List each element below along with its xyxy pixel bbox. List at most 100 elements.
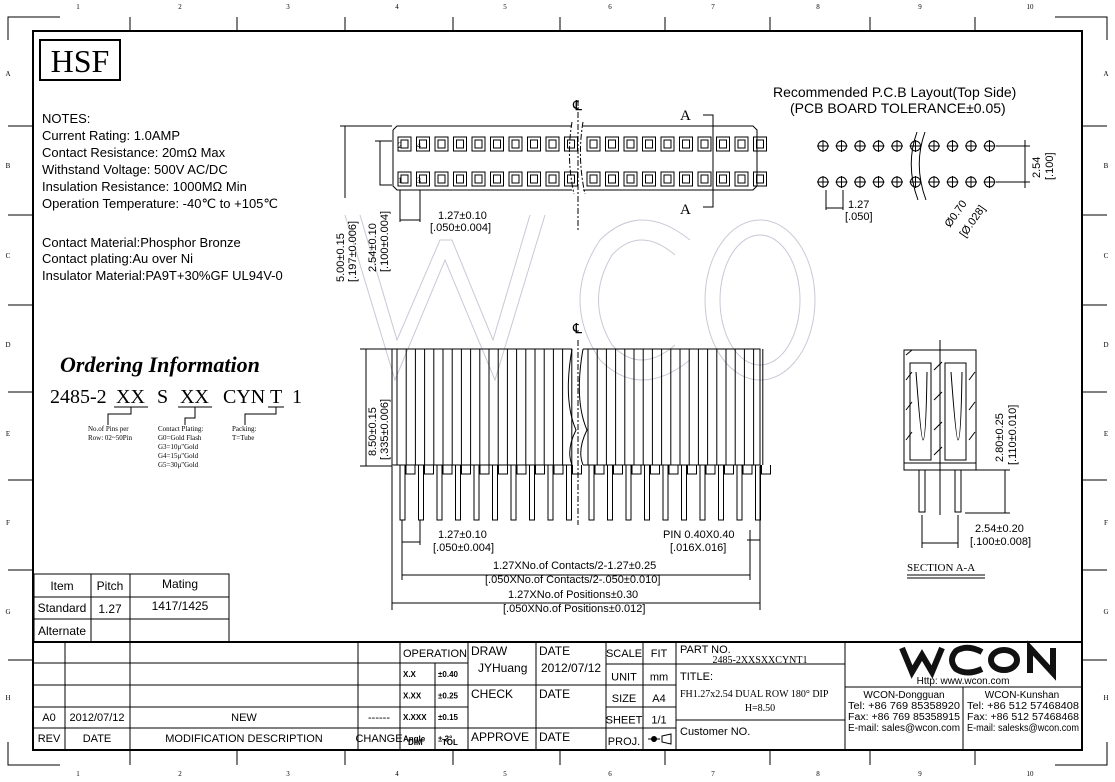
svg-text:2.80±0.25: 2.80±0.25 bbox=[994, 413, 1006, 462]
svg-text:1: 1 bbox=[398, 176, 402, 185]
zone-column-label: 5 bbox=[503, 770, 507, 778]
contact-cavity bbox=[679, 171, 693, 187]
pin bbox=[588, 465, 605, 521]
svg-text:WCON-Kunshan: WCON-Kunshan bbox=[985, 690, 1059, 701]
svg-text:Item: Item bbox=[50, 579, 73, 593]
svg-text:MODIFICATION DESCRIPTION: MODIFICATION DESCRIPTION bbox=[165, 733, 323, 745]
contact-cavity bbox=[753, 136, 767, 152]
contact-cavity bbox=[508, 171, 523, 187]
svg-text:[.050XNo.of Positions±0.012]: [.050XNo.of Positions±0.012] bbox=[503, 603, 645, 615]
svg-text:Mating: Mating bbox=[162, 577, 198, 591]
svg-text:2: 2 bbox=[398, 141, 402, 150]
note-line: Withstand Voltage: 500V AC/DC bbox=[42, 162, 228, 177]
contact-cavity bbox=[605, 171, 619, 187]
contact-cavity bbox=[642, 171, 656, 187]
svg-text:E-mail: salesks@wcon.com: E-mail: salesks@wcon.com bbox=[967, 723, 1079, 734]
contact-cavity bbox=[564, 136, 578, 152]
notes-heading: NOTES: bbox=[42, 111, 90, 126]
contact-cavity bbox=[416, 171, 430, 187]
zone-column-label: 4 bbox=[395, 3, 399, 11]
contact-cavity bbox=[586, 136, 601, 152]
material-line: Insulator Material:PA9T+30%GF UL94V-0 bbox=[42, 268, 283, 283]
material-line: Contact Material:Phosphor Bronze bbox=[42, 235, 241, 250]
svg-text:1.27XNo.of Positions±0.30: 1.27XNo.of Positions±0.30 bbox=[508, 589, 638, 601]
zone-row-label: F bbox=[1104, 519, 1108, 527]
svg-text:JYHuang: JYHuang bbox=[478, 661, 527, 675]
contact-cavity bbox=[508, 136, 523, 152]
zone-column-label: 3 bbox=[286, 3, 290, 11]
zone-row-label: E bbox=[1104, 430, 1108, 438]
svg-text:8.50±0.15: 8.50±0.15 bbox=[367, 407, 379, 456]
svg-text:G0=Gold Flash: G0=Gold Flash bbox=[158, 434, 202, 442]
contact-cavity bbox=[545, 136, 560, 152]
svg-text:[.100]: [.100] bbox=[1044, 152, 1056, 180]
svg-text:2012/07/12: 2012/07/12 bbox=[541, 661, 601, 675]
wcon-logo bbox=[899, 640, 1056, 681]
contact-cavity bbox=[716, 171, 730, 187]
projection-icon bbox=[648, 733, 672, 745]
svg-text:Alternate: Alternate bbox=[38, 624, 86, 638]
code-part: 2485-2 bbox=[50, 386, 107, 408]
zone-column-label: 9 bbox=[918, 770, 922, 778]
hsf-logo: HSF bbox=[51, 43, 110, 79]
section-title: SECTION A-A bbox=[907, 562, 975, 574]
contact-cavity bbox=[642, 136, 656, 152]
mating-table: Item Pitch Mating Standard 1.27 1417/142… bbox=[33, 573, 230, 643]
contact-cavity bbox=[434, 171, 449, 187]
zone-column-label: 7 bbox=[711, 3, 715, 11]
svg-text:1.27XNo.of Contacts/2-1.27±0.2: 1.27XNo.of Contacts/2-1.27±0.25 bbox=[493, 560, 656, 572]
svg-text:℄: ℄ bbox=[572, 97, 582, 113]
zone-column-label: 7 bbox=[711, 770, 715, 778]
svg-text:NEW: NEW bbox=[231, 712, 257, 724]
svg-text:5.00±0.15: 5.00±0.15 bbox=[335, 233, 347, 282]
svg-text:CHANGE: CHANGE bbox=[355, 733, 402, 745]
spec-cell: FIT bbox=[651, 648, 668, 660]
spec-cell: 1/1 bbox=[651, 715, 666, 727]
contact-cavity bbox=[527, 171, 541, 187]
note-line: Insulation Resistance: 1000MΩ Min bbox=[42, 179, 247, 194]
zone-row-label: C bbox=[6, 252, 11, 260]
svg-text:DATE: DATE bbox=[83, 733, 112, 745]
zone-column-label: 10 bbox=[1027, 3, 1035, 11]
svg-text:No.of Pins per: No.of Pins per bbox=[88, 425, 129, 433]
section-a-a: 2.80±0.25 [.110±0.010] 2.54±0.20 [.100±0… bbox=[903, 340, 1031, 579]
code-plating: XX bbox=[180, 386, 209, 408]
contact-cavity bbox=[434, 136, 449, 152]
tolerance-cell: X.XXX bbox=[403, 713, 427, 722]
svg-text:------: ------ bbox=[368, 712, 390, 724]
svg-text:G4=15μ"Gold: G4=15μ"Gold bbox=[158, 452, 199, 460]
zone-row-label: E bbox=[6, 430, 10, 438]
pin bbox=[662, 465, 679, 521]
zone-row-label: B bbox=[1104, 162, 1109, 170]
svg-text:[.050±0.004]: [.050±0.004] bbox=[430, 222, 491, 234]
contact-cavity bbox=[623, 171, 638, 187]
svg-text:Contact Plating:: Contact Plating: bbox=[158, 425, 203, 433]
svg-text:[.050]: [.050] bbox=[845, 211, 873, 223]
contact-cavity bbox=[527, 136, 541, 152]
notes: NOTES: Current Rating: 1.0AMP Contact Re… bbox=[42, 111, 283, 283]
part-number: 2485-2XXSXXCYNT1 bbox=[713, 655, 808, 666]
spec-cell: PROJ. bbox=[608, 736, 640, 748]
hsf-logo-box bbox=[39, 39, 121, 81]
spec-cell: A4 bbox=[652, 693, 665, 705]
svg-text:G3=10μ"Gold: G3=10μ"Gold bbox=[158, 443, 199, 451]
connector-body bbox=[392, 125, 758, 191]
zone-row-label: H bbox=[1103, 694, 1108, 702]
svg-text:PIN 0.40X0.40: PIN 0.40X0.40 bbox=[663, 529, 735, 541]
note-line: Contact Resistance: 20mΩ Max bbox=[42, 145, 226, 160]
tolerance-footer: TOL bbox=[442, 738, 458, 747]
zone-column-label: 8 bbox=[816, 770, 820, 778]
svg-text:H=8.50: H=8.50 bbox=[745, 703, 775, 714]
svg-text:Tel: +86 512 57468408: Tel: +86 512 57468408 bbox=[967, 701, 1079, 712]
ordering-title: Ordering Information bbox=[60, 352, 260, 377]
contact-cavity bbox=[490, 171, 504, 187]
spec-cell: mm bbox=[650, 672, 668, 684]
tolerance-cell: Angle bbox=[403, 735, 426, 744]
svg-text:1.27: 1.27 bbox=[98, 602, 122, 616]
pin bbox=[755, 465, 771, 521]
svg-text:1.27: 1.27 bbox=[848, 199, 869, 211]
note-line: Current Rating: 1.0AMP bbox=[42, 128, 180, 143]
tolerance-cell: ±0.40 bbox=[438, 670, 459, 679]
zone-row-label: A bbox=[1103, 70, 1108, 78]
